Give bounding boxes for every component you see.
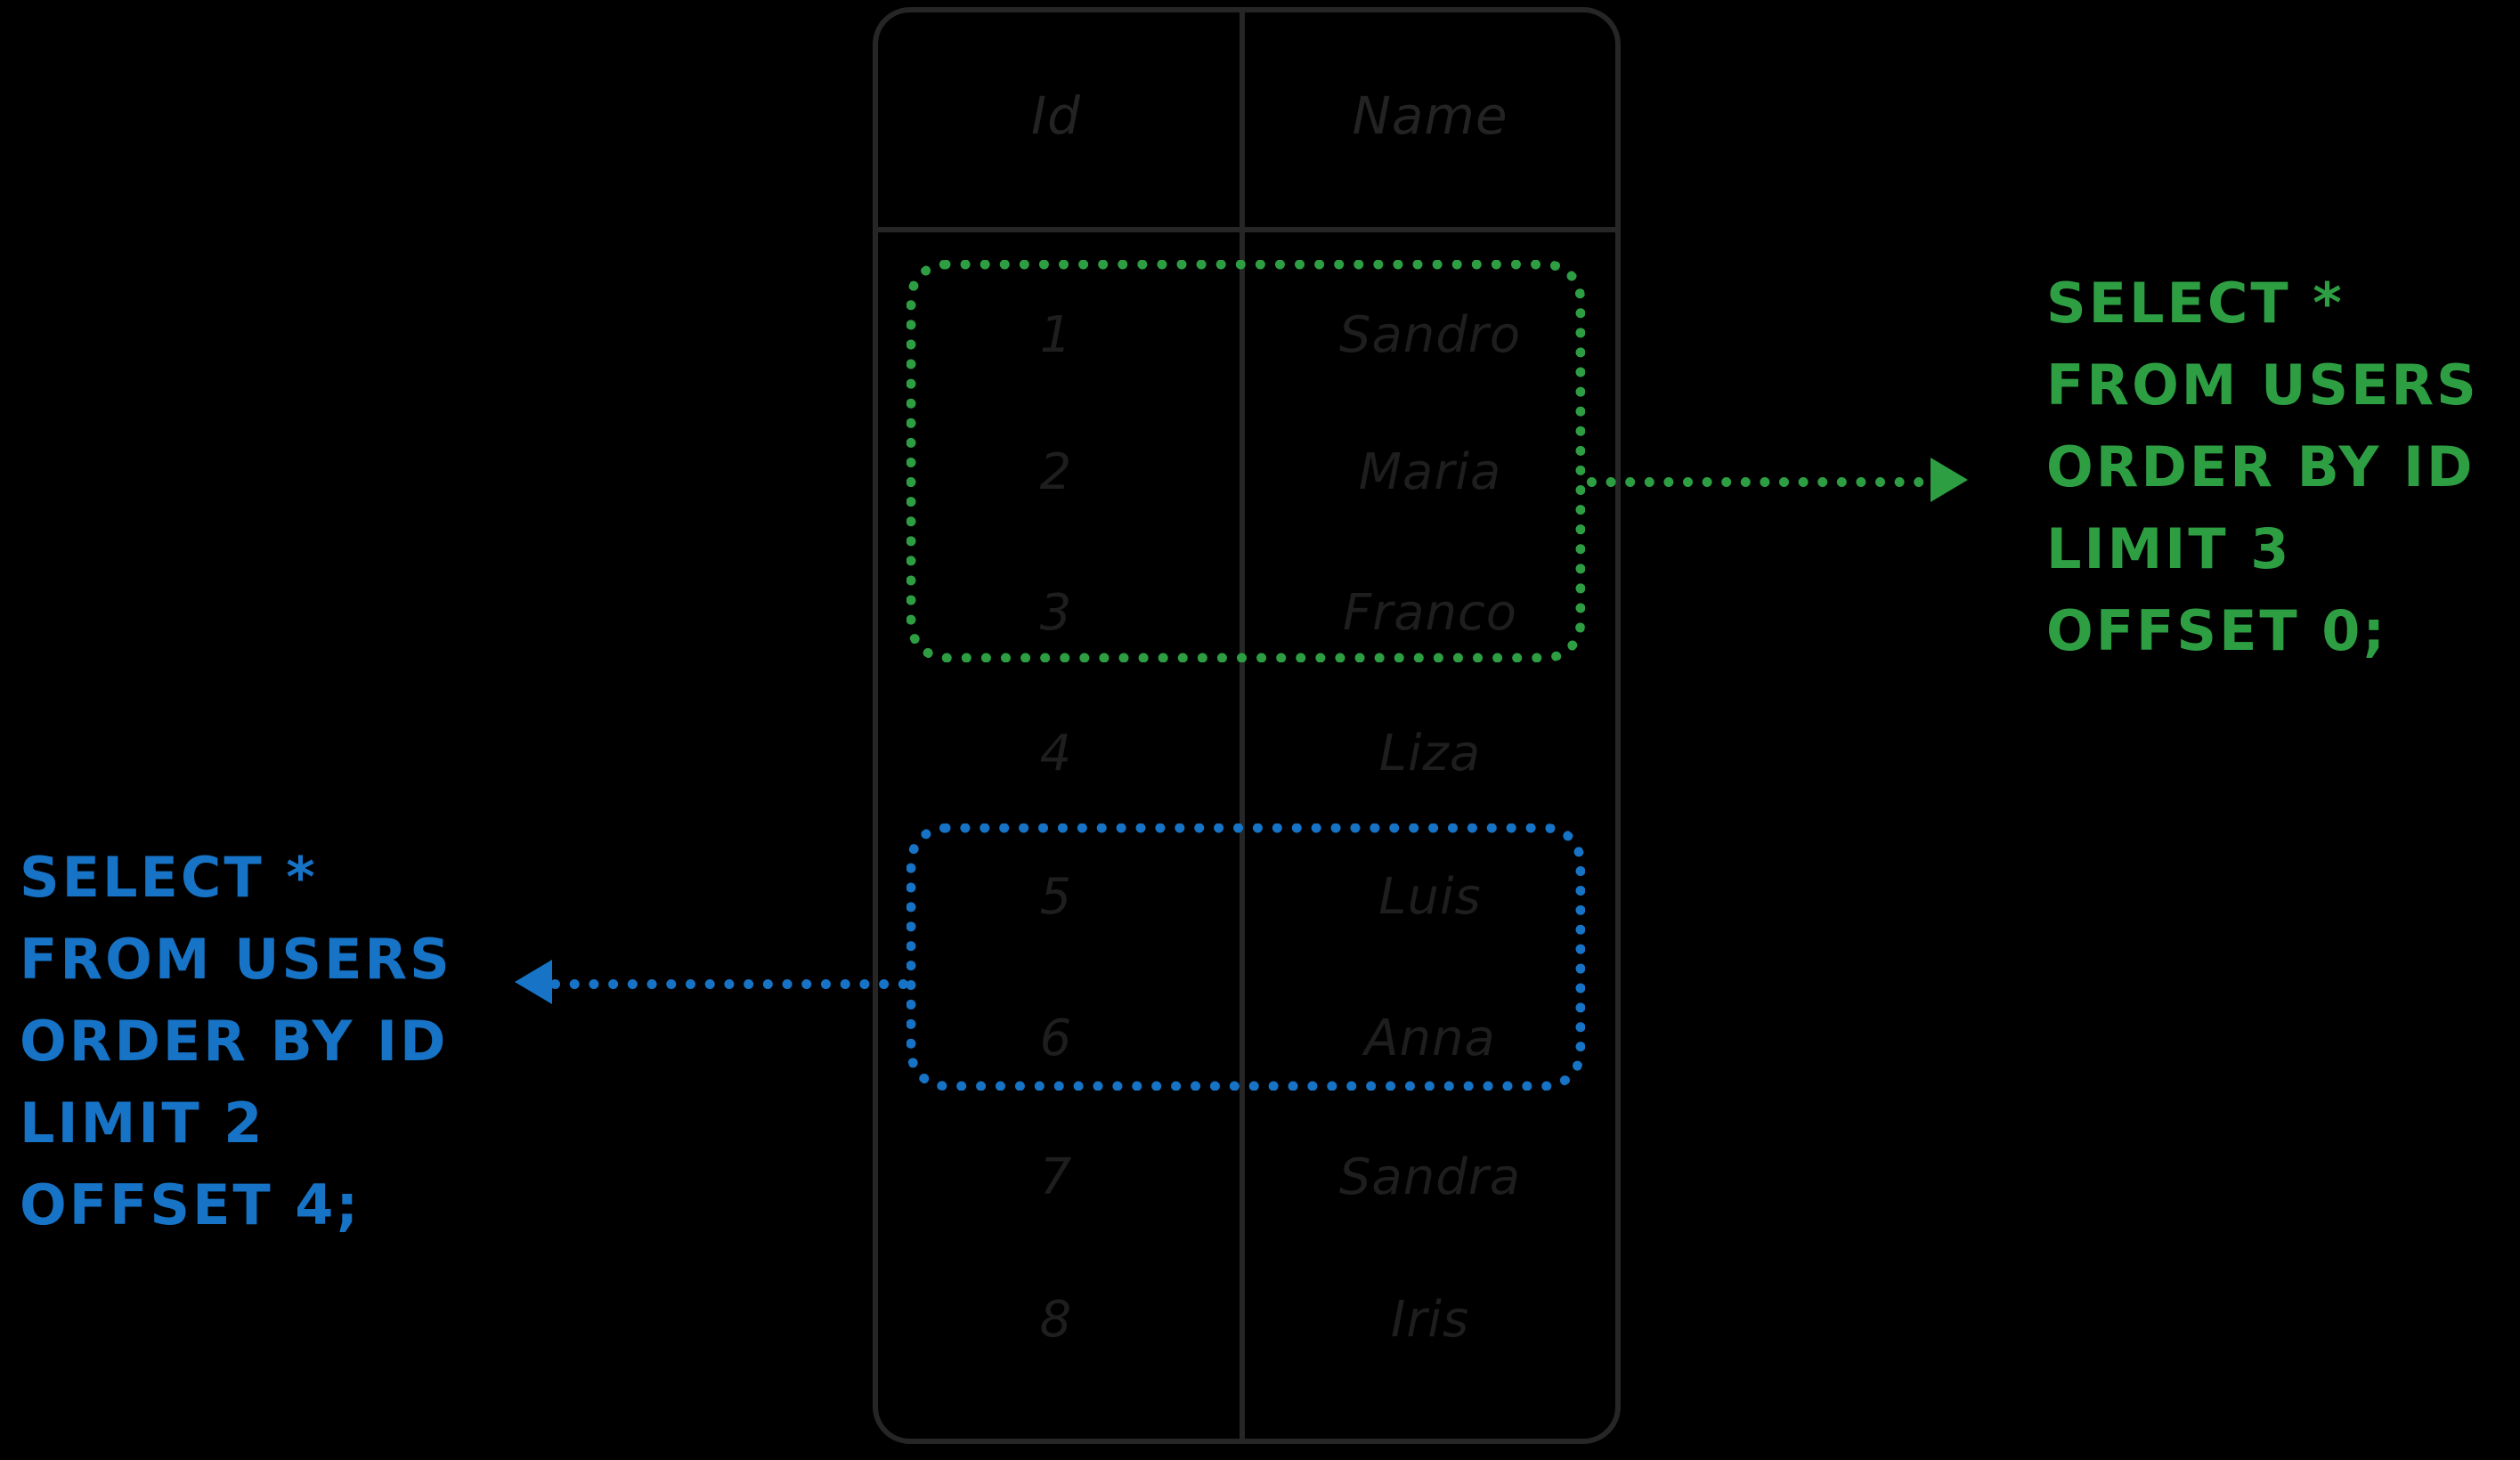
green-highlight-box [906,260,1585,662]
cell-name-4: Liza [1378,724,1482,783]
green-sql-line-1: SELECT * [2046,271,2345,336]
cell-id-7: 7 [1039,1148,1073,1206]
cell-id-5: 5 [1039,867,1073,926]
cell-name-2: Maria [1358,442,1502,501]
cell-id-3: 3 [1039,583,1073,642]
green-arrow-line [1587,477,1943,487]
cell-id-1: 1 [1039,305,1073,364]
blue-sql-line-5: OFFSET 4; [20,1172,362,1237]
blue-sql-query: SELECT * FROM USERS ORDER BY ID LIMIT 2 … [20,837,452,1246]
green-sql-line-2: FROM USERS [2046,353,2479,418]
cell-id-4: 4 [1039,724,1073,783]
blue-arrow-line [550,979,908,989]
cell-id-2: 2 [1039,442,1073,501]
green-sql-line-3: ORDER BY ID [2046,434,2475,499]
green-sql-query: SELECT * FROM USERS ORDER BY ID LIMIT 3 … [2046,263,2479,672]
column-divider [1240,7,1245,1444]
cell-name-3: Franco [1342,583,1518,642]
cell-id-6: 6 [1039,1009,1073,1067]
column-header-id: Id [1031,85,1081,146]
cell-id-8: 8 [1039,1290,1073,1349]
cell-name-7: Sandra [1338,1148,1522,1206]
green-sql-line-4: LIMIT 3 [2046,516,2292,581]
blue-sql-line-4: LIMIT 2 [20,1091,265,1156]
green-sql-line-5: OFFSET 0; [2046,598,2388,663]
column-header-name: Name [1352,85,1508,146]
cell-name-1: Sandro [1338,305,1522,364]
users-table [873,7,1621,1444]
blue-highlight-box [906,823,1585,1091]
cell-name-5: Luis [1378,867,1482,926]
blue-sql-line-1: SELECT * [20,845,318,910]
blue-sql-line-3: ORDER BY ID [20,1009,449,1074]
green-arrow-head-icon [1931,458,1968,502]
cell-name-6: Anna [1364,1009,1496,1067]
blue-arrow-head-icon [515,960,552,1004]
blue-sql-line-2: FROM USERS [20,927,452,992]
cell-name-8: Iris [1390,1290,1470,1349]
header-divider [873,227,1621,232]
